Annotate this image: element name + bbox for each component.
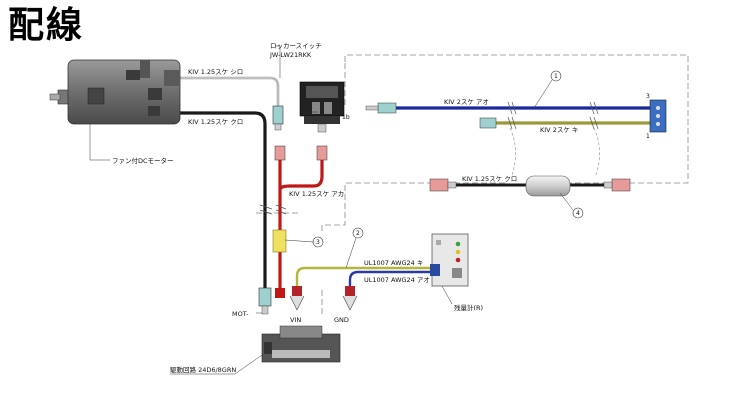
leader-lines [89, 45, 574, 375]
label-wire-yellow: KIV 2スケ キ [540, 126, 578, 134]
label-rocker-model: JW-LW21RKK [269, 51, 312, 59]
routing-curves [509, 127, 600, 176]
label-meter: 残量計(R) [454, 303, 483, 312]
wire-motor-white [178, 76, 280, 108]
fuse-holder [429, 175, 631, 197]
enclosure-outline [256, 54, 689, 315]
wire-motor-black [178, 111, 267, 290]
terminal-white [272, 105, 284, 131]
callout-label-2: 2 [356, 230, 360, 237]
callout-circles [312, 70, 584, 248]
wire-ul-blue [348, 270, 430, 290]
wire-break-marks [259, 101, 599, 215]
callout-label-3: 3 [316, 239, 320, 246]
label-wire-blue: KIV 2スケ アオ [444, 98, 489, 106]
drive-circuit [261, 325, 341, 363]
splice-sleeve [272, 229, 287, 253]
callout-label-1: 1 [554, 73, 558, 80]
terminal-yellow [479, 117, 497, 129]
label-drive-circuit: 駆動回路 24D6/8GRN [170, 365, 236, 374]
terminal-ul [289, 286, 358, 311]
label-wire-black-fuse: KIV 1.25スケ クロ [462, 175, 517, 183]
label-wire-motor-black: KIV 1.25スケ クロ [188, 118, 243, 126]
page-title: 配線 [8, 5, 85, 46]
terminal-black [258, 287, 272, 315]
connector-3pin [649, 99, 667, 133]
label-motor: ファン付DCモーター [112, 156, 174, 165]
callout-label-4: 4 [576, 210, 580, 217]
terminal-red-end [275, 288, 285, 298]
rocker-switch [299, 81, 345, 133]
level-meter [430, 233, 469, 287]
label-wire-motor-white: KIV 1.25スケ シロ [188, 68, 243, 76]
label-mot-minus: MOT- [232, 310, 249, 318]
terminal-red [274, 145, 328, 161]
label-connector-pin-top: 3 [646, 93, 650, 100]
label-connector-pin-bottom: 1 [646, 133, 650, 140]
wire-red [278, 160, 324, 292]
label-ul-blue: UL1007 AWG24 アオ [364, 276, 430, 284]
terminal-blue [365, 102, 397, 114]
dc-motor [49, 59, 181, 125]
label-rocker-switch: ロッカースイッチ [270, 42, 322, 50]
label-switch-terminal: 1b [342, 114, 350, 121]
wire-ul-yellow [295, 266, 430, 290]
label-gnd: GND [334, 316, 349, 324]
label-vin: VIN [290, 316, 301, 324]
label-wire-red: KIV 1.25スケ アカ [289, 190, 344, 198]
label-ul-yellow: UL1007 AWG24 キ [364, 259, 423, 267]
